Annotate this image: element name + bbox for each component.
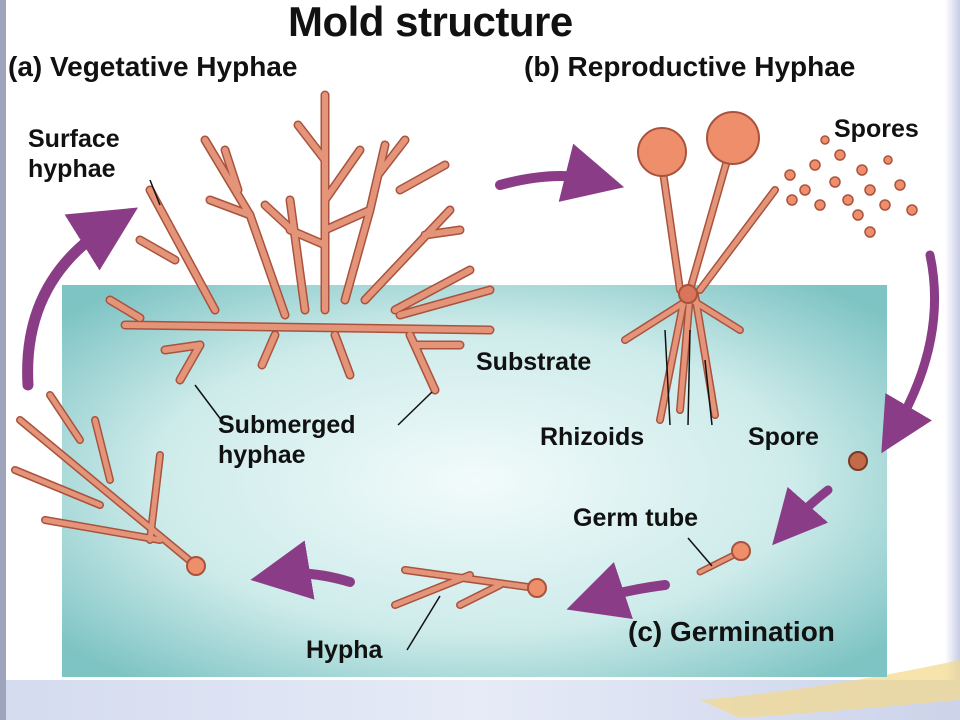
sporangium-left xyxy=(637,127,687,177)
rhizoids-label: Rhizoids xyxy=(540,423,645,451)
section-reproductive-label: (b) Reproductive Hyphae xyxy=(524,51,856,82)
reproductive-hyphae xyxy=(621,111,779,424)
slide-swoosh xyxy=(700,660,960,718)
reproductive-leader-lines xyxy=(664,329,713,426)
mycelium-origin-spore xyxy=(186,556,206,576)
arrow-to-vegetative xyxy=(22,207,138,391)
arrow-to-reproductive xyxy=(495,143,625,202)
section-germination-label: (c) Germination xyxy=(628,616,835,647)
vegetative-leader-lines xyxy=(149,179,433,426)
germinating-spore xyxy=(731,541,751,561)
substrate-label: Substrate xyxy=(476,348,592,376)
vegetative-mycelium xyxy=(105,90,495,395)
sporangium-right xyxy=(706,111,760,165)
arrow-to-spore xyxy=(881,250,939,454)
slide-left-edge xyxy=(0,0,6,720)
diagram-title: Mold structure xyxy=(288,0,573,45)
surface-hyphae-label-line1: Surface xyxy=(28,125,120,153)
arrow-to-hypha xyxy=(566,562,670,619)
cycle-arrows xyxy=(22,143,939,619)
spores-cluster xyxy=(784,135,918,238)
surface-hyphae-label-line2: hyphae xyxy=(28,155,116,183)
germ-tube-label: Germ tube xyxy=(573,504,699,532)
slide-right-edge xyxy=(945,0,960,720)
arrow-to-mycelium xyxy=(250,540,355,600)
spores-label: Spores xyxy=(834,115,919,143)
arrow-to-germ-tube xyxy=(772,485,833,546)
branched-hypha-spore xyxy=(527,578,547,598)
section-vegetative-label: (a) Vegetative Hyphae xyxy=(8,51,298,82)
single-spore xyxy=(848,451,868,471)
germination-sequence xyxy=(11,391,868,609)
germination-leader-lines xyxy=(406,537,713,651)
spore-label: Spore xyxy=(748,423,819,451)
submerged-hyphae-label-line2: hyphae xyxy=(218,441,306,469)
hypha-label: Hypha xyxy=(306,636,383,664)
submerged-hyphae-label-line1: Submerged xyxy=(218,411,356,439)
